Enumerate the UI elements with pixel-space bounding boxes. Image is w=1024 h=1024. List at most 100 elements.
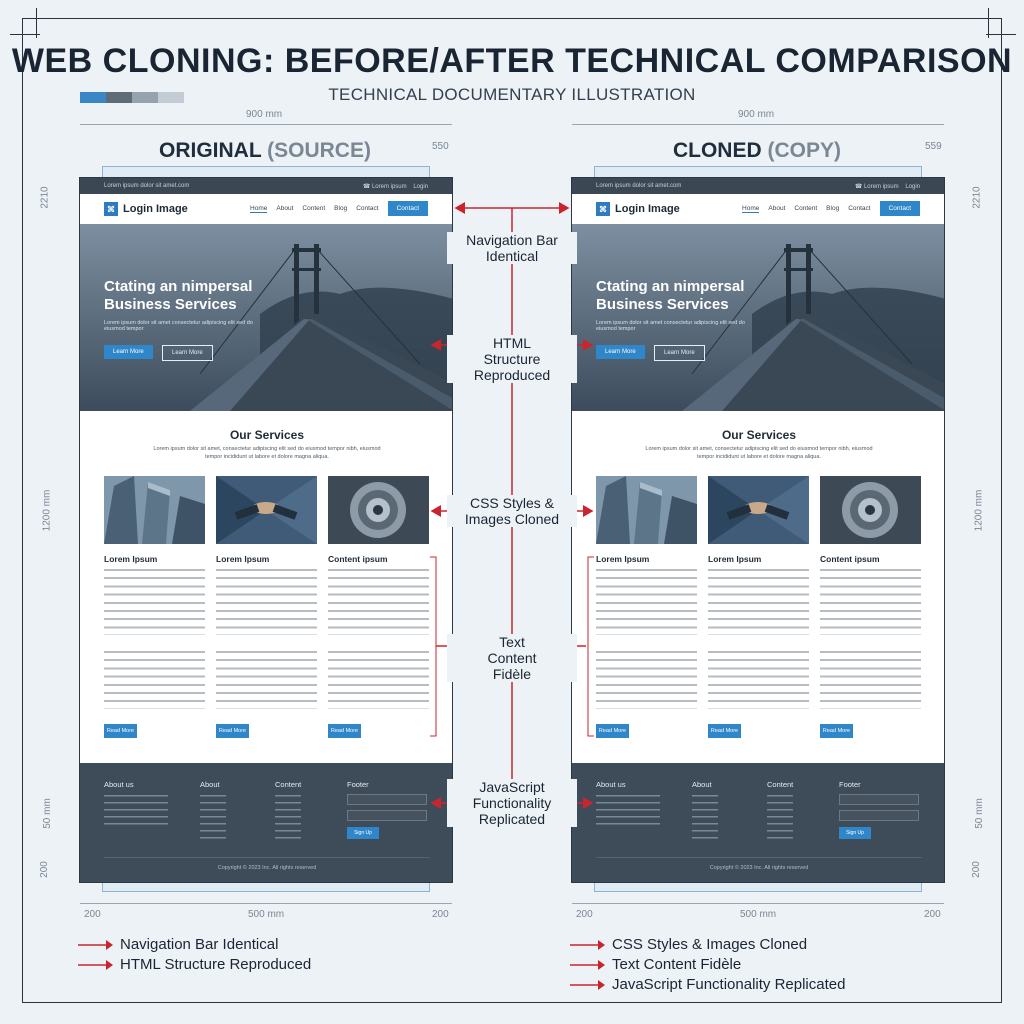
hero-title: Ctating an nimpersal Business Services [104, 278, 253, 313]
read-more-button[interactable]: Read More [328, 724, 361, 738]
hero-subtitle: Lorem ipsum dolor sit amet consectetur a… [104, 320, 253, 332]
frame-bottom [22, 1002, 1002, 1003]
service-text [820, 569, 921, 709]
hero-primary-button[interactable]: Learn More [104, 345, 153, 359]
service-heading: Lorem Ipsum [708, 554, 762, 564]
dimension-label: 2210 [39, 186, 51, 209]
read-more-button[interactable]: Read More [820, 724, 853, 738]
nav-link-blog[interactable]: Blog [334, 205, 348, 212]
nav-contact-button[interactable]: Contact [387, 201, 428, 216]
service-card: Lorem Ipsum [104, 476, 205, 709]
hero-subtitle: Lorem ipsum dolor sit amet consectetur a… [596, 320, 745, 332]
nav-link-home[interactable]: Home [250, 204, 268, 213]
frame-top [22, 18, 1002, 19]
service-heading: Lorem Ipsum [216, 554, 270, 564]
dimension-line [572, 124, 944, 125]
service-text [708, 569, 809, 709]
page-title: WEB CLONING: BEFORE/AFTER TECHNICAL COMP… [11, 42, 1013, 80]
footer-about: About [200, 780, 226, 839]
legend-item: CSS Styles & Images Cloned [570, 936, 807, 953]
nav-contact-button[interactable]: Contact [879, 201, 920, 216]
frame-left [22, 18, 23, 1003]
corner-mark [10, 34, 40, 35]
dimension-label: 50 mm [973, 798, 985, 829]
dimension-label: 200 [38, 861, 50, 878]
nav-link-about[interactable]: About [276, 205, 294, 212]
arrow-icon [570, 979, 605, 990]
services-title: Our Services [229, 428, 305, 442]
footer-about-us: About us [104, 780, 168, 829]
legend-item: HTML Structure Reproduced [78, 956, 311, 973]
service-card: Content ipsum [328, 476, 429, 709]
dimension-label: 200 [576, 909, 593, 920]
callout-javascript: JavaScript Functionality Replicated [447, 779, 577, 827]
dimension-label: 200 [84, 909, 101, 920]
nav-links: Home About Content Blog Contact Contact [742, 201, 920, 216]
dimension-label: 900 mm [738, 109, 775, 120]
footer-divider [104, 857, 430, 858]
dimension-label: 500 mm [248, 909, 285, 920]
footer-content: Content [275, 780, 301, 839]
logo-text[interactable]: Login Image [123, 203, 188, 215]
service-card: Lorem Ipsum [216, 476, 317, 709]
nav-links: Home About Content Blog Contact Contact [250, 201, 428, 216]
callout-navigation: Navigation Bar Identical [447, 232, 577, 264]
hero-primary-button[interactable]: Learn More [596, 345, 645, 359]
navigation-bar: ⌘ Login Image Home About Content Blog Contact C… [572, 194, 944, 224]
dimension-label: 1200 mm [41, 489, 53, 532]
footer-submit-button[interactable]: Sign Up [839, 827, 871, 839]
footer-email-input[interactable] [347, 810, 427, 821]
services-subtitle: Lorem ipsum dolor sit amet, consectetur … [645, 446, 873, 460]
nav-link-content[interactable]: Content [794, 205, 818, 212]
nav-link-home[interactable]: Home [742, 204, 760, 213]
topbar-contact: ☎ Lorem ipsum Login [854, 183, 920, 190]
cloned-title: CLONED (COPY) [672, 139, 841, 162]
footer-submit-button[interactable]: Sign Up [347, 827, 379, 839]
dimension-label: 559 [925, 141, 942, 152]
callout-css-images: CSS Styles & Images Cloned [447, 495, 577, 527]
footer-email-input[interactable] [839, 810, 919, 821]
original-title: ORIGINAL (SOURCE) [159, 139, 371, 162]
footer-name-input[interactable] [839, 794, 919, 805]
logo-icon: ⌘ [596, 202, 610, 216]
corner-mark [988, 8, 989, 38]
logo-text[interactable]: Login Image [615, 203, 680, 215]
corner-mark [36, 8, 37, 38]
nav-link-content[interactable]: Content [302, 205, 326, 212]
read-more-button[interactable]: Read More [216, 724, 249, 738]
nav-link-contact[interactable]: Contact [356, 205, 379, 212]
dimension-label: 200 [432, 909, 449, 920]
dimension-line [80, 124, 452, 125]
dimension-line [80, 903, 452, 904]
services-title: Our Services [721, 428, 797, 442]
service-card: Lorem Ipsum [596, 476, 697, 709]
hero-secondary-button[interactable]: Learn More [654, 345, 705, 361]
read-more-button[interactable]: Read More [596, 724, 629, 738]
read-more-button[interactable]: Read More [708, 724, 741, 738]
service-heading: Lorem Ipsum [104, 554, 158, 564]
topbar-contact: ☎ Lorem ipsum Login [362, 183, 428, 190]
hero-secondary-button[interactable]: Learn More [162, 345, 213, 361]
footer-name-input[interactable] [347, 794, 427, 805]
footer-content: Content [767, 780, 793, 839]
nav-link-about[interactable]: About [768, 205, 786, 212]
footer-about-us: About us [596, 780, 660, 829]
copyright-text: Copyright © 2023 Inc. All rights reserve… [709, 865, 809, 871]
read-more-button[interactable]: Read More [104, 724, 137, 738]
dimension-label: 200 [970, 861, 982, 878]
service-image [708, 476, 809, 544]
dimension-label: 2210 [971, 186, 983, 209]
nav-link-contact[interactable]: Contact [848, 205, 871, 212]
topbar-email: Lorem ipsum dolor sit amet.com [596, 183, 682, 189]
service-text [328, 569, 429, 709]
callout-html-structure: HTML Structure Reproduced [447, 335, 577, 383]
service-heading: Content ipsum [328, 554, 388, 564]
nav-link-blog[interactable]: Blog [826, 205, 840, 212]
corner-mark [986, 34, 1016, 35]
